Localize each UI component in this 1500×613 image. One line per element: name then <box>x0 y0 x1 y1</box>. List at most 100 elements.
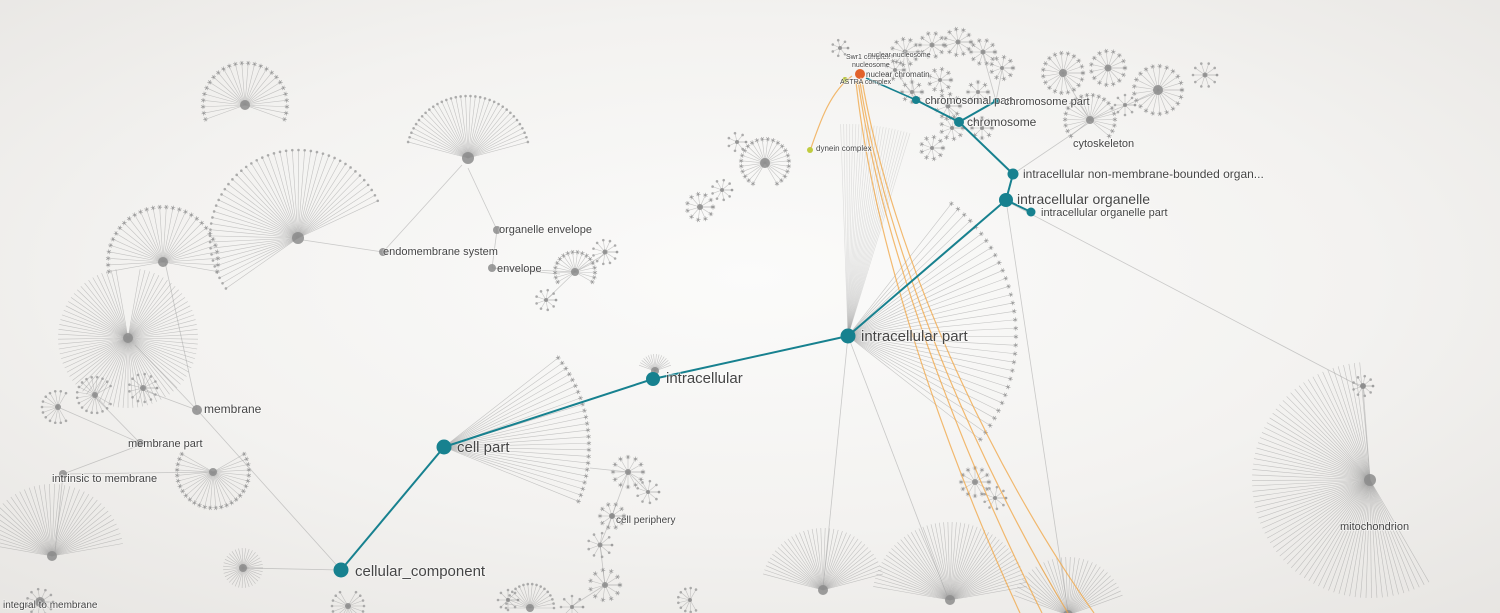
cluster-hub-node[interactable] <box>818 585 828 595</box>
graph-node-chromosome[interactable] <box>954 117 964 127</box>
cluster-hub-node[interactable] <box>140 385 146 391</box>
cluster-hub-node[interactable] <box>625 469 631 475</box>
cluster-hub-node[interactable] <box>929 42 935 48</box>
cluster-hub-node[interactable] <box>1000 66 1004 70</box>
gray-term-node[interactable] <box>488 264 496 272</box>
cluster-hub-node[interactable] <box>240 100 250 110</box>
cluster-label: Swr1 complex <box>846 54 890 61</box>
cluster-hub-node[interactable] <box>1063 610 1073 613</box>
leaf-node-icon <box>239 494 242 497</box>
leaf-node-icon <box>903 98 906 101</box>
cluster-hub-node[interactable] <box>902 49 908 55</box>
cluster-hub-node[interactable] <box>1202 72 1208 78</box>
cluster-hub-node[interactable] <box>209 468 217 476</box>
cluster-hub-node[interactable] <box>506 598 510 602</box>
leaf-node-icon <box>64 419 68 423</box>
cluster-hub-node[interactable] <box>930 146 934 150</box>
dynein-complex-node[interactable] <box>807 147 813 153</box>
leaf-node-icon <box>885 72 888 75</box>
leaf-node-icon <box>202 112 205 115</box>
cluster-hub-node[interactable] <box>945 103 951 109</box>
leaf-node-icon <box>761 138 764 141</box>
cluster-hub-node[interactable] <box>55 404 61 410</box>
graph-node-cellular-component[interactable] <box>333 562 349 578</box>
cluster-hub-node[interactable] <box>345 603 351 609</box>
cluster-hub-node[interactable] <box>938 78 942 82</box>
leaf-node-icon <box>1001 401 1004 404</box>
graph-node-non-membrane-bounded-organelle[interactable] <box>1007 168 1019 180</box>
cluster-hub-node[interactable] <box>950 126 954 130</box>
cluster-hub-node[interactable] <box>955 39 961 45</box>
cluster-hub-node[interactable] <box>47 551 57 561</box>
cluster-hub-node[interactable] <box>646 490 650 494</box>
cluster-hub-node[interactable] <box>1086 116 1094 124</box>
cluster-hub-node[interactable] <box>1059 69 1067 77</box>
leaf-node-icon <box>1123 113 1127 117</box>
gray-term-node[interactable] <box>1360 383 1366 389</box>
cluster-hub-node[interactable] <box>597 542 603 548</box>
cluster-hub-node[interactable] <box>92 392 98 398</box>
cluster-hub-node[interactable] <box>980 49 986 55</box>
cluster-hub-node[interactable] <box>735 140 739 144</box>
leaf-node-icon <box>783 175 786 178</box>
leaf-node-icon <box>209 246 212 250</box>
leaf-node-icon <box>513 605 517 609</box>
leaf-node-icon <box>733 149 737 153</box>
cluster-hub-node[interactable] <box>893 68 897 72</box>
leaf-node-icon <box>995 57 998 60</box>
gray-term-node[interactable] <box>609 513 615 519</box>
cluster-hub-node[interactable] <box>570 605 574 609</box>
leaf-node-icon <box>1124 67 1126 69</box>
cluster-hub-node[interactable] <box>123 333 133 343</box>
cluster-hub-node[interactable] <box>292 232 304 244</box>
graph-node-chromosomal-part[interactable] <box>912 96 920 104</box>
graph-node-chromosome-part[interactable] <box>993 98 999 104</box>
cluster-hub-node[interactable] <box>158 257 168 267</box>
cluster-hub-node[interactable] <box>1364 474 1376 486</box>
cluster-hub-node[interactable] <box>980 126 984 130</box>
cluster-hub-node[interactable] <box>239 564 247 572</box>
cluster-hub-node[interactable] <box>1153 85 1163 95</box>
cluster-hub-node[interactable] <box>972 479 978 485</box>
leaf-node-icon <box>330 604 334 608</box>
graph-node-intracellular-organelle-part[interactable] <box>1026 207 1036 217</box>
cluster-hub-node[interactable] <box>945 595 955 605</box>
cluster-hub-node[interactable] <box>688 598 692 602</box>
gray-term-node[interactable] <box>379 248 387 256</box>
astra-complex-node[interactable] <box>842 77 848 83</box>
nuclear-chromatin-node[interactable] <box>855 69 865 79</box>
cluster-hub-node[interactable] <box>1104 64 1112 72</box>
cluster-hub-node[interactable] <box>526 604 534 612</box>
graph-node-cell-part[interactable] <box>436 439 452 455</box>
gray-term-node[interactable] <box>59 470 67 478</box>
cluster-hub-node[interactable] <box>1123 103 1127 107</box>
cluster-hub-node[interactable] <box>602 582 608 588</box>
cluster-hub-node[interactable] <box>602 249 608 255</box>
cluster-hub-node[interactable] <box>544 298 548 302</box>
graph-node-intracellular-part[interactable] <box>840 328 856 344</box>
cluster-hub-node[interactable] <box>697 204 703 210</box>
leaf-node-icon <box>577 390 580 393</box>
cluster-hub-node[interactable] <box>976 90 980 94</box>
graph-node-intracellular-organelle[interactable] <box>999 193 1013 207</box>
leaf-node-icon <box>950 79 952 81</box>
leaf-node-icon <box>781 145 784 148</box>
cluster-hub-node[interactable] <box>462 152 474 164</box>
graph-node-intracellular[interactable] <box>646 372 660 386</box>
cluster-hub-node[interactable] <box>760 158 770 168</box>
cluster-hub-node[interactable] <box>838 46 842 50</box>
leaf-node-icon <box>925 156 928 159</box>
gray-term-node[interactable] <box>136 439 144 447</box>
leaf-node-icon <box>947 86 950 89</box>
leaf-node-icon <box>639 478 642 481</box>
cluster-hub-node[interactable] <box>720 188 724 192</box>
leaf-node-icon <box>581 487 584 490</box>
gray-term-node[interactable] <box>35 597 45 607</box>
cluster-hub-node[interactable] <box>993 496 997 500</box>
cluster-hub-node[interactable] <box>571 268 579 276</box>
cluster-hub-node[interactable] <box>910 90 914 94</box>
gray-term-node[interactable] <box>493 226 501 234</box>
gray-term-node[interactable] <box>192 405 202 415</box>
